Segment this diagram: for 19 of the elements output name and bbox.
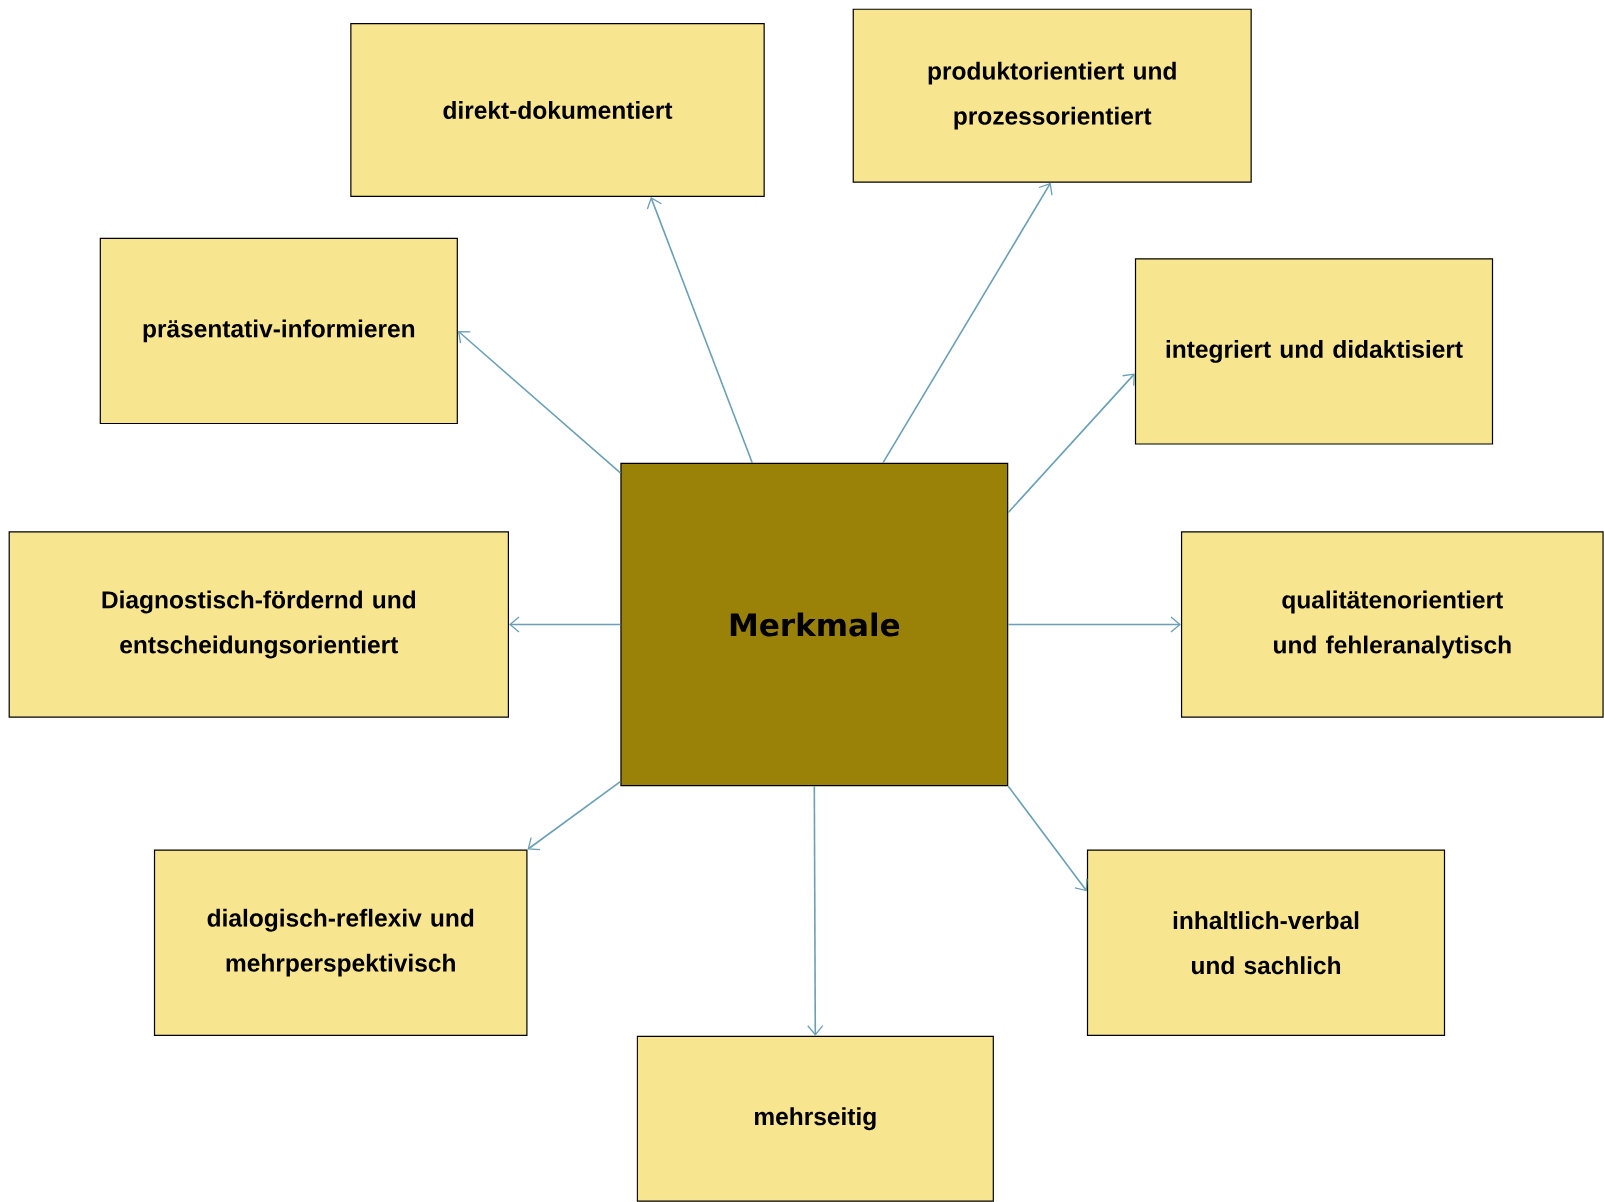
feature-box: integriert und didaktisiert xyxy=(1134,258,1494,445)
feature-box: mehrseitig xyxy=(636,1035,994,1202)
feature-box: direkt-dokumentiert xyxy=(350,22,765,198)
arrow xyxy=(527,780,622,851)
feature-box: inhaltlich-verbal und sachlich xyxy=(1086,849,1446,1036)
arrow xyxy=(646,197,754,464)
arrow xyxy=(1007,373,1135,514)
feature-box: produktorientiert und prozessorientiert xyxy=(852,8,1252,183)
arrow xyxy=(1007,785,1088,892)
central-box: Merkmale xyxy=(620,462,1009,787)
arrow xyxy=(1007,616,1181,633)
arrow xyxy=(509,616,622,633)
feature-box: qualitätenorientiert und fehleranalytisch xyxy=(1180,531,1604,718)
feature-box: präsentativ-informieren xyxy=(99,237,458,425)
arrow xyxy=(882,182,1053,464)
feature-box: Diagnostisch-fördernd und entscheidungsorientiert xyxy=(8,531,509,718)
arrow xyxy=(807,785,824,1036)
arrow xyxy=(457,330,622,474)
feature-box: dialogisch-reflexiv und mehrperspektivisch xyxy=(153,849,528,1036)
